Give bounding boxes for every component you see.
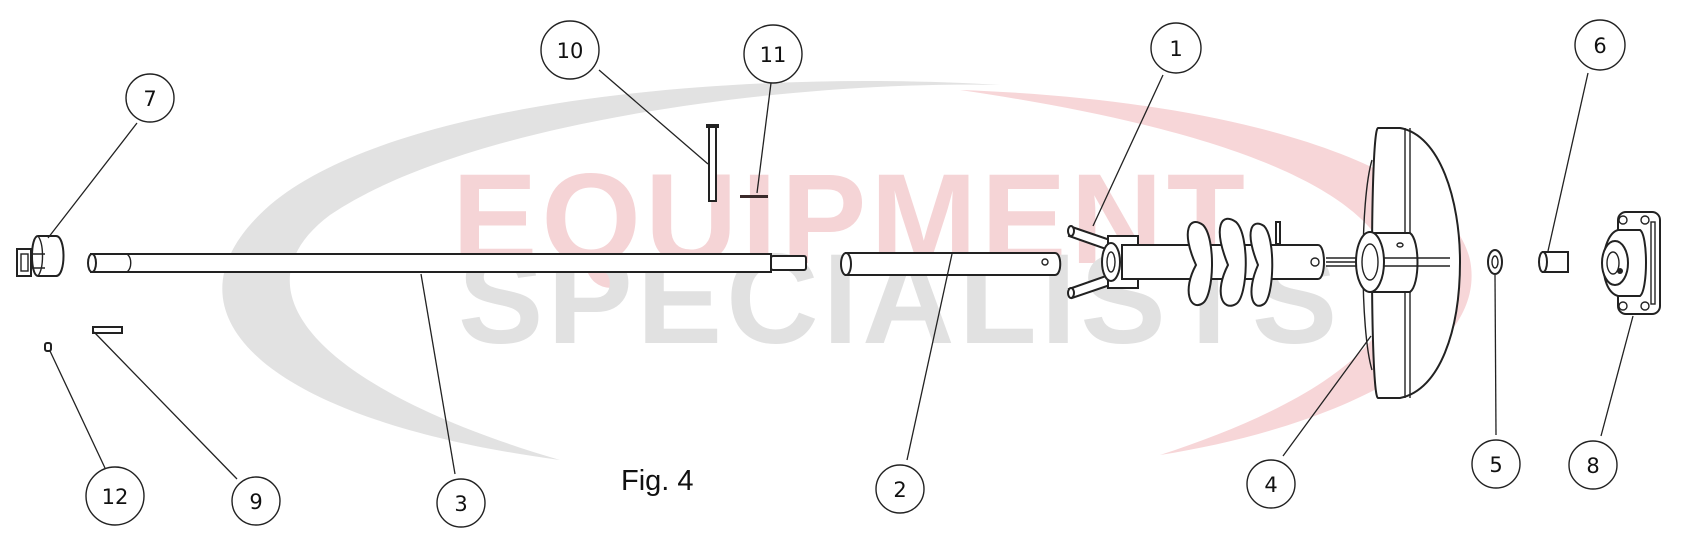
svg-text:12: 12 [102,485,129,509]
part-5-washer [1487,249,1503,275]
callout-3: 3 [436,478,486,528]
part-4-spinner-disc [1355,127,1462,399]
svg-text:4: 4 [1264,473,1277,497]
callout-2: 2 [875,464,925,514]
part-12-set-screw [44,342,52,352]
part-9-key [92,326,123,334]
callout-8: 8 [1568,440,1618,490]
svg-text:6: 6 [1593,34,1606,58]
part-7-shaft-coupler [16,235,65,277]
callout-9: 9 [231,476,281,526]
figure-label: Fig. 4 [621,465,694,497]
callout-11: 11 [743,24,803,84]
svg-text:5: 5 [1489,453,1502,477]
svg-text:2: 2 [893,478,906,502]
part-6-spacer-bushing [1538,251,1569,273]
watermark-swoosh [222,81,1472,460]
leader-lines [47,69,1634,480]
callout-5: 5 [1471,439,1521,489]
svg-text:1: 1 [1169,37,1182,61]
part-2-drive-tube [840,252,1062,276]
callout-7: 7 [125,73,175,123]
callout-10: 10 [540,20,600,80]
part-11-cotter-pin [740,195,768,198]
part-8-flange-bearing [1601,211,1661,315]
callout-1: 1 [1150,22,1202,74]
callout-6: 6 [1574,19,1626,71]
part-3-main-shaft [87,253,807,273]
svg-text:9: 9 [249,490,262,514]
svg-text:10: 10 [557,39,584,63]
part-10-clevis-pin [706,124,719,202]
svg-text:11: 11 [760,43,787,67]
svg-text:3: 3 [454,492,467,516]
callout-4: 4 [1246,459,1296,509]
svg-text:8: 8 [1586,454,1599,478]
svg-text:7: 7 [143,87,156,111]
callout-12: 12 [85,466,145,526]
part-1-auger [1067,217,1358,307]
